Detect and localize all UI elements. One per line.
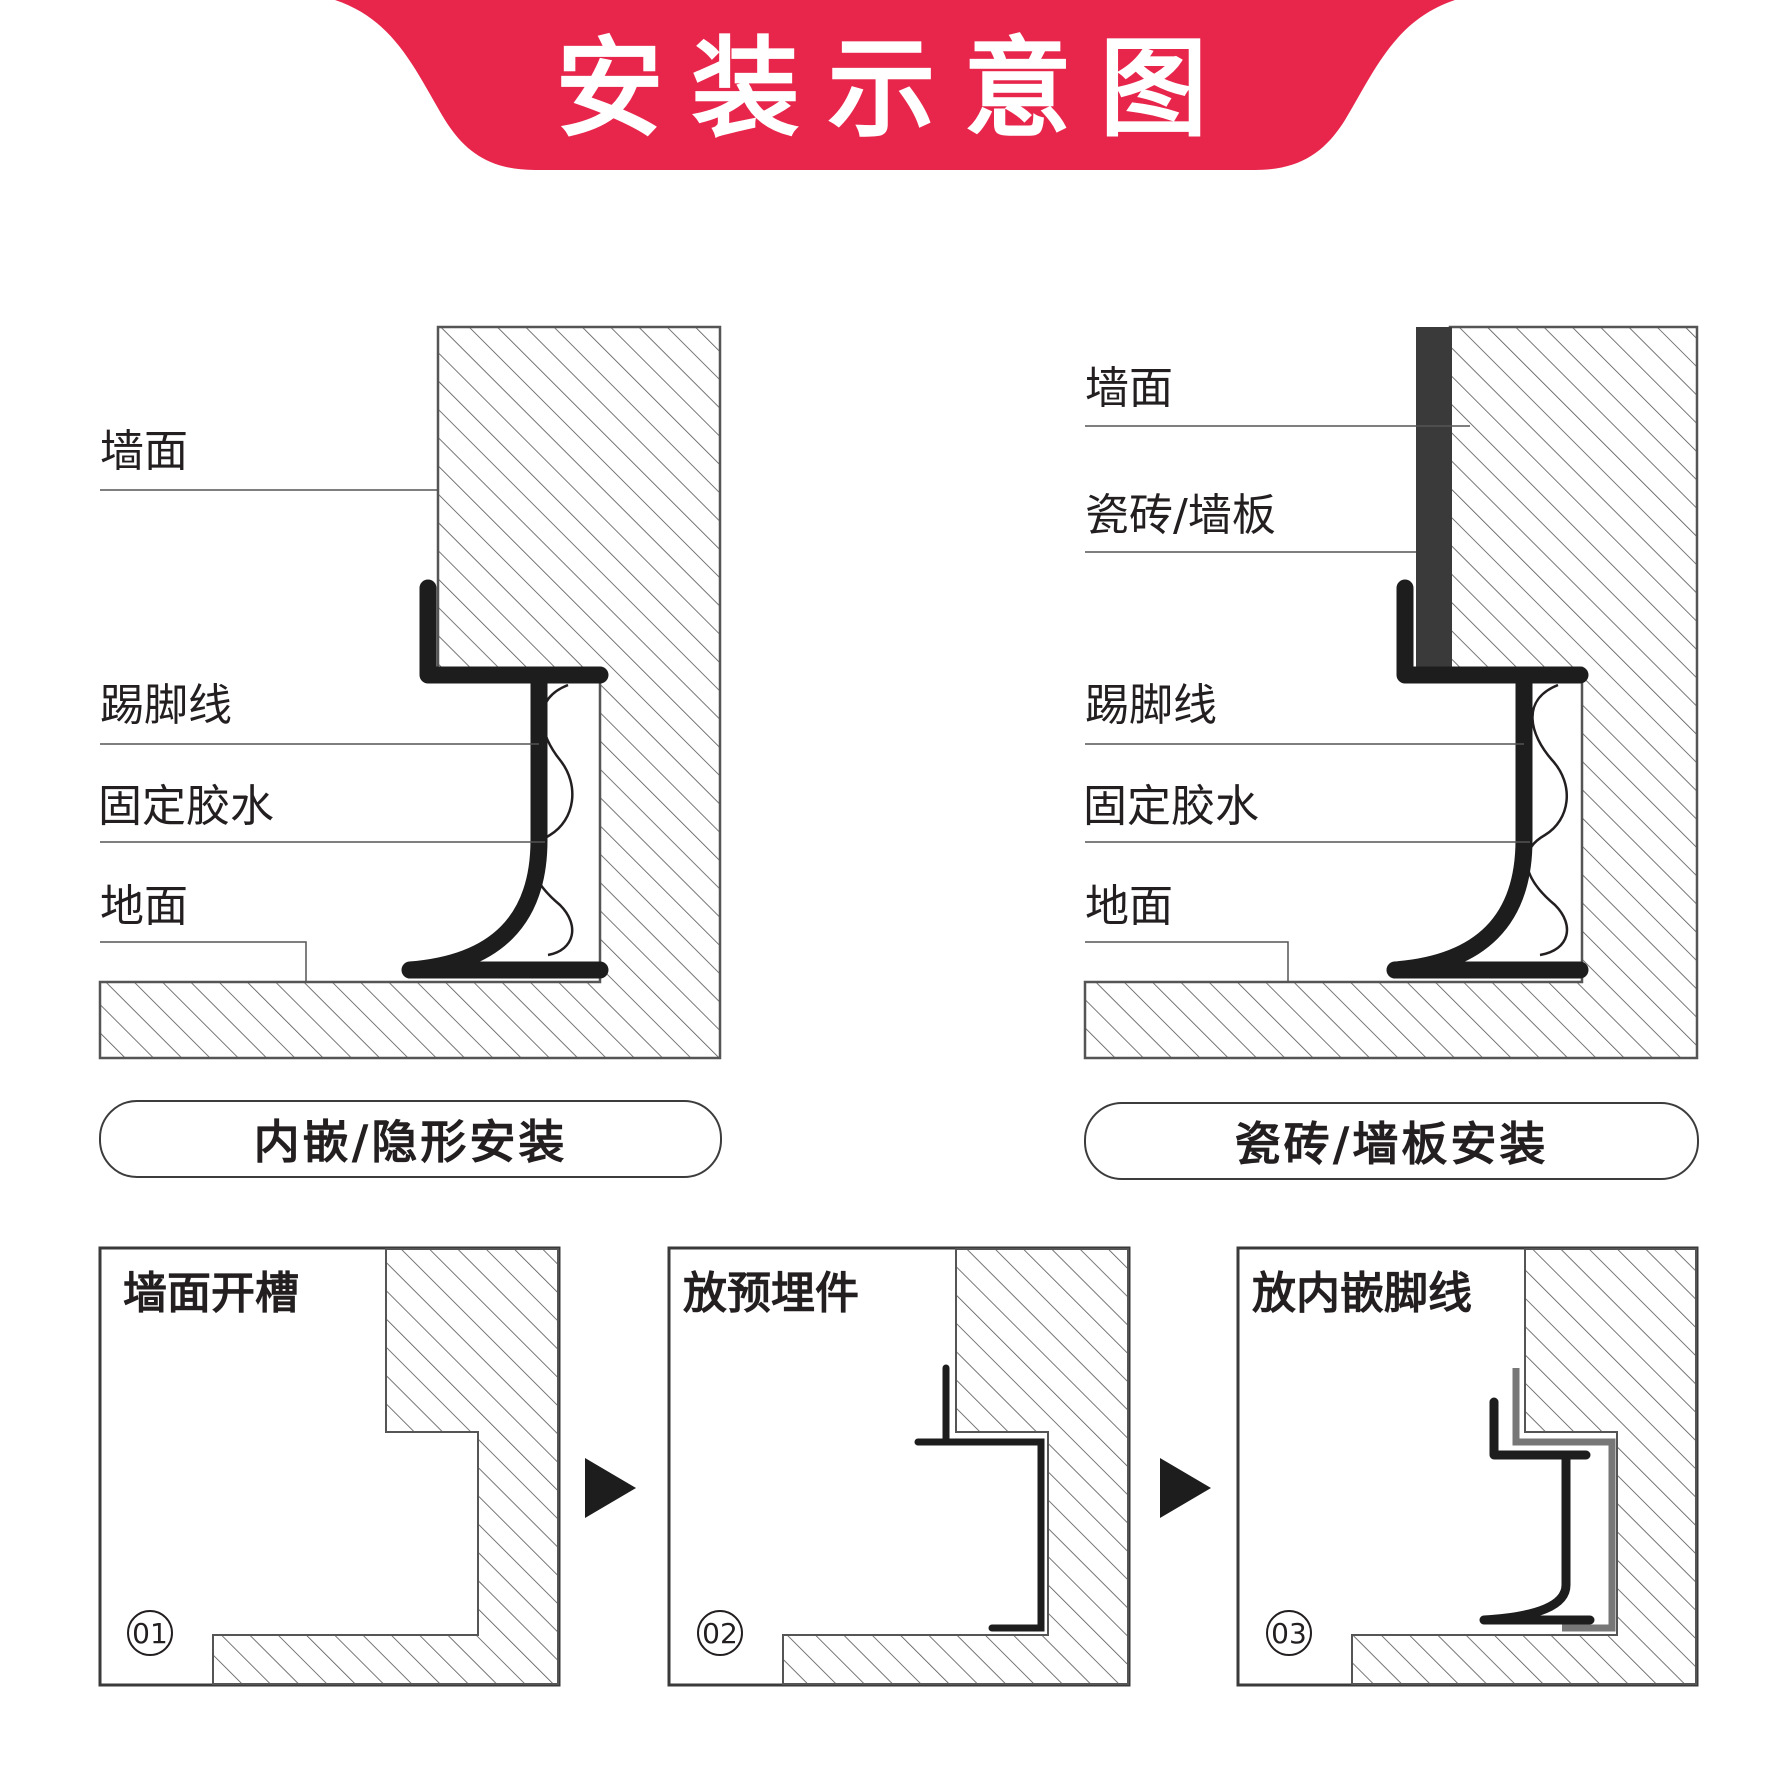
label-wall: 墙面 bbox=[1085, 363, 1173, 414]
page-title: 安装示意图 bbox=[555, 27, 1236, 152]
leader-floor bbox=[1085, 941, 1289, 982]
wall-with-groove bbox=[1351, 1248, 1697, 1685]
label-floor: 地面 bbox=[1085, 881, 1173, 932]
skirting-profile bbox=[1386, 579, 1589, 979]
step-03-panel bbox=[1236, 1246, 1699, 1687]
header-tab bbox=[335, 0, 1455, 170]
arrow-right-icon bbox=[585, 1458, 636, 1518]
step-01-title: 墙面开槽 bbox=[123, 1268, 299, 1319]
label-floor: 地面 bbox=[100, 881, 188, 932]
caption-inset-install: 内嵌/隐形安装 bbox=[99, 1100, 722, 1178]
glue-wave bbox=[1525, 683, 1569, 957]
label-glue: 固定胶水 bbox=[98, 781, 274, 832]
tile-panel bbox=[1416, 327, 1452, 668]
diagram-inset-install bbox=[98, 325, 722, 1060]
wall-with-groove bbox=[212, 1248, 559, 1685]
label-wall: 墙面 bbox=[100, 426, 188, 477]
skirting-profile bbox=[401, 579, 609, 979]
caption-text: 内嵌/隐形安装 bbox=[253, 1115, 568, 1169]
embedded-part bbox=[914, 1364, 1045, 1632]
leader-floor bbox=[100, 941, 307, 982]
step-01-number: 01 bbox=[127, 1610, 173, 1656]
step-03-number: 03 bbox=[1266, 1610, 1312, 1656]
wall-with-groove bbox=[782, 1248, 1129, 1685]
label-tile-panel: 瓷砖/墙板 bbox=[1085, 490, 1276, 541]
step-02-number: 02 bbox=[697, 1610, 743, 1656]
diagram-tile-install bbox=[1083, 325, 1699, 1060]
caption-text: 瓷砖/墙板安装 bbox=[1234, 1117, 1549, 1171]
caption-tile-install: 瓷砖/墙板安装 bbox=[1084, 1102, 1699, 1180]
label-skirting: 踢脚线 bbox=[100, 680, 232, 731]
step-03-title: 放内嵌脚线 bbox=[1252, 1268, 1472, 1319]
label-glue: 固定胶水 bbox=[1083, 781, 1259, 832]
embedded-part bbox=[1512, 1368, 1616, 1632]
step-02-panel bbox=[667, 1246, 1131, 1687]
step-02-title: 放预埋件 bbox=[683, 1268, 859, 1319]
label-skirting: 踢脚线 bbox=[1085, 680, 1217, 731]
step-01-panel bbox=[98, 1246, 561, 1687]
arrow-right-icon bbox=[1160, 1458, 1211, 1518]
skirting-profile bbox=[1479, 1397, 1595, 1625]
